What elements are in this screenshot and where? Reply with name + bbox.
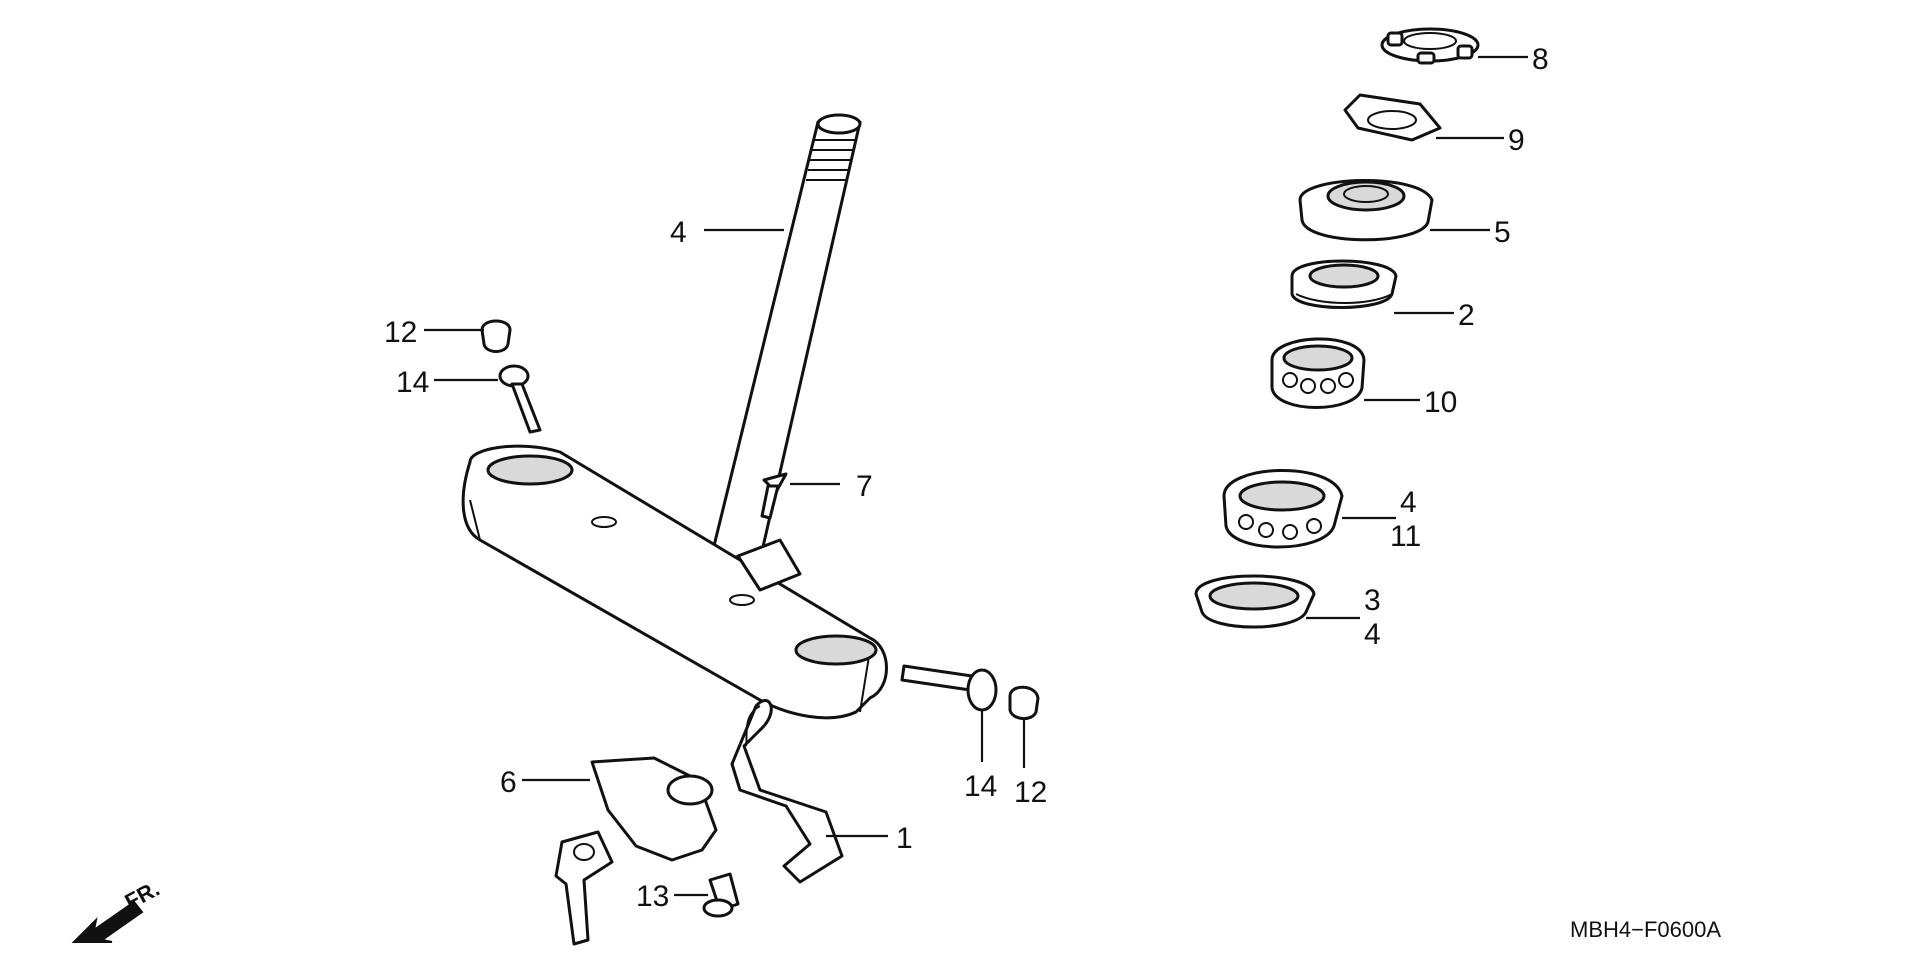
callout-14-side: 14 [964, 770, 997, 803]
callout-4-race: 4 [1400, 486, 1417, 519]
screw-13 [702, 872, 740, 918]
callout-8: 8 [1532, 43, 1549, 76]
callout-3: 3 [1364, 584, 1381, 617]
lock-nut-8 [1380, 27, 1480, 65]
callout-10: 10 [1424, 386, 1457, 419]
callout-4-seal: 4 [1364, 618, 1381, 651]
callout-2: 2 [1458, 299, 1475, 332]
callout-12-top: 12 [384, 316, 417, 349]
dust-seal-2 [1290, 259, 1398, 309]
bottom-bridge [461, 444, 888, 720]
screw-7 [760, 472, 788, 520]
lock-washer-9 [1343, 93, 1442, 142]
key [554, 830, 614, 946]
lower-bearing-race-11 [1222, 469, 1344, 549]
diagram-code: MBH4−F0600A [1570, 917, 1721, 942]
callout-13: 13 [636, 880, 669, 913]
adjusting-nut-5 [1298, 179, 1434, 242]
upper-bearing-10 [1270, 337, 1366, 409]
callout-7: 7 [856, 470, 873, 503]
lower-dust-seal-3 [1194, 574, 1316, 629]
bolt-14-side [900, 664, 998, 712]
callout-11: 11 [1390, 520, 1421, 553]
callout-1: 1 [896, 822, 913, 855]
callout-14-top: 14 [396, 366, 429, 399]
callout-12-side: 12 [1014, 776, 1047, 809]
callout-9: 9 [1508, 124, 1525, 157]
front-direction-arrow-icon [71, 900, 144, 943]
callout-5: 5 [1494, 216, 1511, 249]
bracket-1 [730, 699, 844, 884]
steering-lock-6 [590, 756, 718, 862]
nut-12-top [480, 319, 512, 353]
callout-4-stem: 4 [670, 216, 687, 249]
steering-stem-4 [710, 113, 862, 562]
callout-6: 6 [500, 766, 517, 799]
nut-12-side [1008, 685, 1040, 720]
bolt-14-top [498, 364, 542, 434]
leader-lines [424, 55, 1528, 897]
